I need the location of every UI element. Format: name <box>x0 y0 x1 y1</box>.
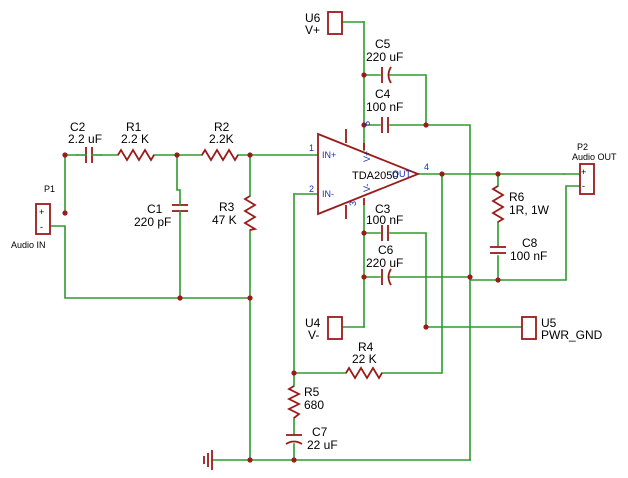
pin-vplus-number: 5 <box>362 121 372 126</box>
junction-dot <box>177 295 183 301</box>
junction-dot <box>361 122 367 128</box>
p1-minus-label: - <box>40 222 43 232</box>
c4-ref: C4 <box>375 87 391 101</box>
c6-ref: C6 <box>378 243 394 257</box>
u5-name: PWR_GND <box>541 328 603 342</box>
pin-in-minus-number: 2 <box>309 184 314 194</box>
c5-ref: C5 <box>375 37 391 51</box>
junction-dot <box>291 370 297 376</box>
connector-p2: + - P2 Audio OUT <box>572 142 617 195</box>
junction-dot <box>62 210 68 216</box>
r3-value: 47 K <box>212 213 237 227</box>
resistor-r1: R1 2.2 K <box>117 120 155 162</box>
wires <box>49 21 581 461</box>
c4-value: 100 nF <box>366 100 403 114</box>
capacitor-c8: C8 100 nF <box>490 236 547 263</box>
c6-value: 220 uF <box>366 256 403 270</box>
p1-name: Audio IN <box>11 240 46 250</box>
junctions <box>62 72 501 463</box>
connector-u4: U4 V- <box>305 316 343 342</box>
amplifier-name: TDA2050 <box>352 170 398 182</box>
p1-plus-label: + <box>39 207 44 217</box>
c8-value: 100 nF <box>510 249 547 263</box>
capacitor-c7: C7 22 uF <box>285 425 338 452</box>
c3-ref: C3 <box>375 202 391 216</box>
c1-value: 220 pF <box>134 215 171 229</box>
p1-ref: P1 <box>44 184 55 194</box>
u5-ref: U5 <box>541 316 557 330</box>
capacitor-c6: C6 220 uF <box>366 243 403 286</box>
u4-name: V- <box>308 328 319 342</box>
pin-in-plus-name: IN+ <box>322 150 336 160</box>
capacitor-c1: C1 220 pF <box>134 201 188 229</box>
ground-icon <box>203 450 213 470</box>
capacitor-c5: C5 220 uF <box>366 37 403 84</box>
c8-ref: C8 <box>522 236 538 250</box>
resistor-r5: R5 680 <box>286 385 324 419</box>
junction-dot <box>423 324 429 330</box>
junction-dot <box>247 457 253 463</box>
pin-vplus-name: V+ <box>362 151 372 162</box>
r4-ref: R4 <box>358 340 374 354</box>
c1-ref: C1 <box>147 202 163 216</box>
pin-vminus-name: V- <box>362 183 372 192</box>
connector-u6: U6 V+ <box>305 11 343 37</box>
p2-name: Audio OUT <box>572 152 617 162</box>
connector-p1: + - P1 Audio IN <box>11 184 55 250</box>
r6-ref: R6 <box>509 190 525 204</box>
r1-value: 2.2 K <box>121 132 149 146</box>
c7-ref: C7 <box>312 425 328 439</box>
junction-dot <box>495 171 501 177</box>
pin-out-number: 4 <box>424 162 429 172</box>
junction-dot <box>247 295 253 301</box>
pin-out-name: OUT <box>392 169 412 179</box>
c3-value: 100 nF <box>366 213 403 227</box>
u6-name: V+ <box>305 23 320 37</box>
c2-ref: C2 <box>70 120 86 134</box>
c2-value: 2.2 uF <box>68 132 102 146</box>
connector-u5: U5 PWR_GND <box>521 316 603 342</box>
pin-vminus-number: 3 <box>348 201 358 206</box>
junction-dot <box>467 274 473 280</box>
resistor-r2: R2 2.2K <box>201 120 239 162</box>
r4-value: 22 K <box>352 352 377 366</box>
capacitor-c2: C2 2.2 uF <box>68 120 102 163</box>
junction-dot <box>174 152 180 158</box>
junction-dot <box>361 72 367 78</box>
junction-dot <box>62 152 68 158</box>
pin-in-plus-number: 1 <box>309 143 314 153</box>
p2-plus-label: + <box>581 167 586 177</box>
p2-ref: P2 <box>577 142 588 152</box>
c7-value: 22 uF <box>307 438 338 452</box>
r6-value: 1R, 1W <box>509 203 550 217</box>
junction-dot <box>439 171 445 177</box>
capacitor-c4: C4 100 nF <box>366 87 403 133</box>
r1-ref: R1 <box>126 120 142 134</box>
junction-dot <box>247 152 253 158</box>
junction-dot <box>291 457 297 463</box>
u4-ref: U4 <box>305 316 321 330</box>
resistor-r3: R3 47 K <box>212 195 258 231</box>
amplifier-tda2050: TDA2050 IN+ IN- OUT V+ V- 1 2 4 5 3 <box>309 121 429 219</box>
r5-value: 680 <box>304 398 324 412</box>
r3-ref: R3 <box>219 200 235 214</box>
pin-in-minus-name: IN- <box>322 189 334 199</box>
r5-ref: R5 <box>304 385 320 399</box>
c5-value: 220 uF <box>366 50 403 64</box>
junction-dot <box>495 277 501 283</box>
r2-ref: R2 <box>214 120 230 134</box>
r2-value: 2.2K <box>209 132 234 146</box>
junction-dot <box>361 230 367 236</box>
junction-dot <box>423 122 429 128</box>
resistor-r4: R4 22 K <box>345 340 383 380</box>
junction-dot <box>361 274 367 280</box>
capacitor-c3: C3 100 nF <box>366 202 403 241</box>
p2-minus-label: - <box>582 181 585 191</box>
u6-ref: U6 <box>305 11 321 25</box>
resistor-r6: R6 1R, 1W <box>491 185 550 223</box>
